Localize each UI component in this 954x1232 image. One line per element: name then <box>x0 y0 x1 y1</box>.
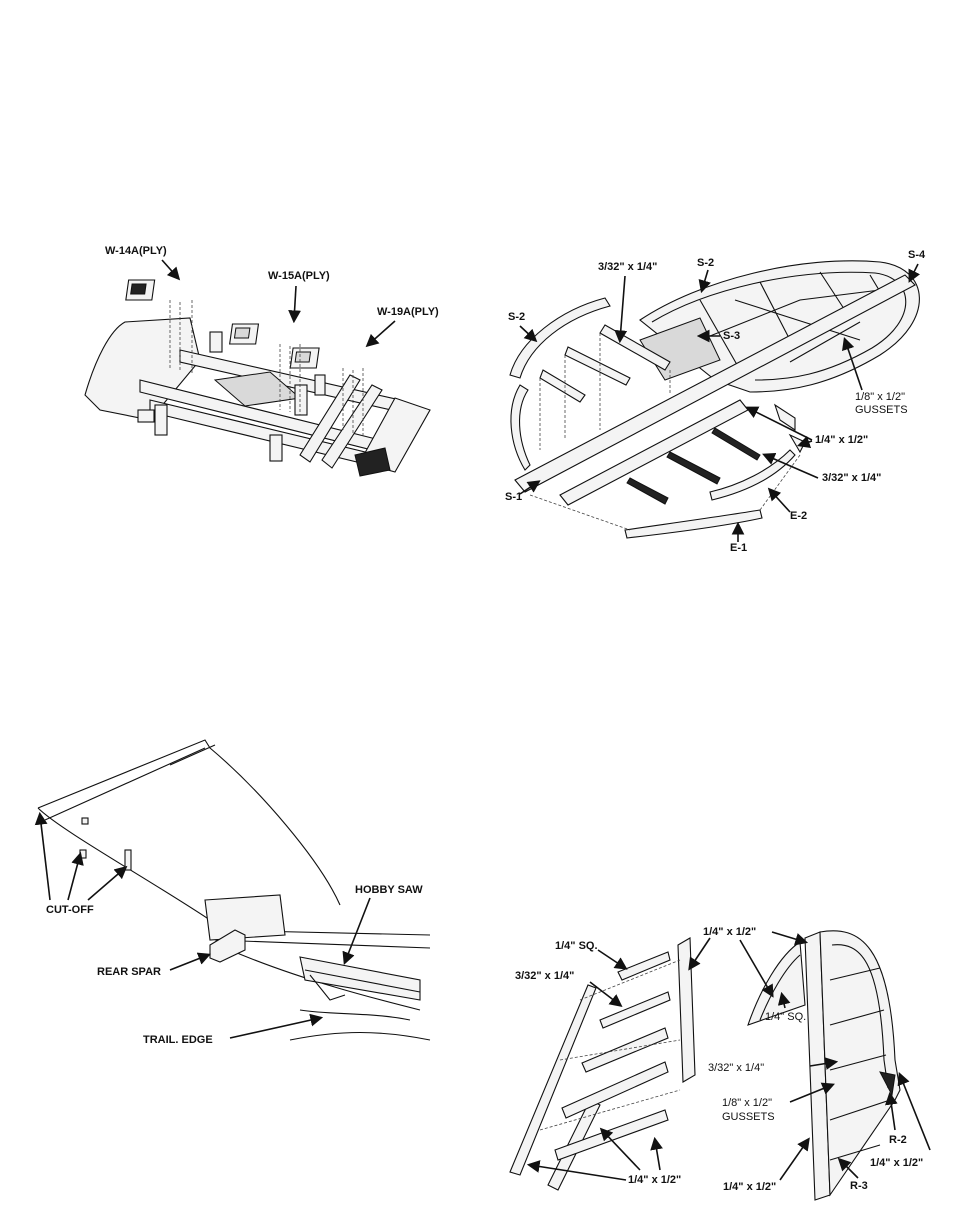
stabilizer-diagram: S-2 S-4 3/32" x 1/4" S-2 S-3 1/8" x 1/2"… <box>505 249 926 554</box>
label-bottom-mid: 1/4" x 1/2" <box>723 1181 776 1193</box>
label-strip-mid: 3/32" x 1/4" <box>708 1062 764 1074</box>
label-s1: S-1 <box>505 491 522 503</box>
label-e1: E-1 <box>730 542 747 554</box>
label-strip-left: 3/32" x 1/4" <box>515 970 574 982</box>
label-bottom-left: 1/4" x 1/2" <box>628 1174 681 1186</box>
rudder-diagram: 1/4" SQ. 3/32" x 1/4" 1/4" x 1/2" 1/4" S… <box>509 926 931 1201</box>
label-e2: E-2 <box>790 510 807 522</box>
label-spar-quarter: 1/4" x 1/2" <box>815 434 868 446</box>
label-gussets-size: 1/8" x 1/2" <box>722 1097 772 1109</box>
label-s2-top: S-2 <box>697 257 714 269</box>
label-bottom-right: 1/4" x 1/2" <box>870 1157 923 1169</box>
label-r3: R-3 <box>850 1180 868 1192</box>
label-cut-off: CUT-OFF <box>46 904 94 916</box>
label-hobby-saw: HOBBY SAW <box>355 884 423 896</box>
label-spar-right: 3/32" x 1/4" <box>822 472 881 484</box>
label-gussets: GUSSETS <box>855 404 908 416</box>
label-rear-spar: REAR SPAR <box>97 966 161 978</box>
label-spar-top: 3/32" x 1/4" <box>598 261 657 273</box>
label-s2-left: S-2 <box>508 311 525 323</box>
label-sq-mid: 1/4" SQ. <box>765 1011 806 1023</box>
wing-cutoff-diagram: HOBBY SAW CUT-OFF REAR SPAR TRAIL. EDGE <box>34 739 431 1046</box>
label-w15a: W-15A(PLY) <box>268 270 330 282</box>
label-w14a: W-14A(PLY) <box>105 245 167 257</box>
label-gussets: GUSSETS <box>722 1111 775 1123</box>
label-w19a: W-19A(PLY) <box>377 306 439 318</box>
label-top-size: 1/4" x 1/2" <box>703 926 756 938</box>
wing-center-section-diagram: W-14A(PLY) W-15A(PLY) W-19A(PLY) <box>84 245 439 477</box>
label-s4: S-4 <box>908 249 926 261</box>
label-trail-edge: TRAIL. EDGE <box>143 1034 213 1046</box>
label-r2: R-2 <box>889 1134 907 1146</box>
label-sq-left: 1/4" SQ. <box>555 940 598 952</box>
label-gussets-size: 1/8" x 1/2" <box>855 391 905 403</box>
label-s3: S-3 <box>723 330 740 342</box>
